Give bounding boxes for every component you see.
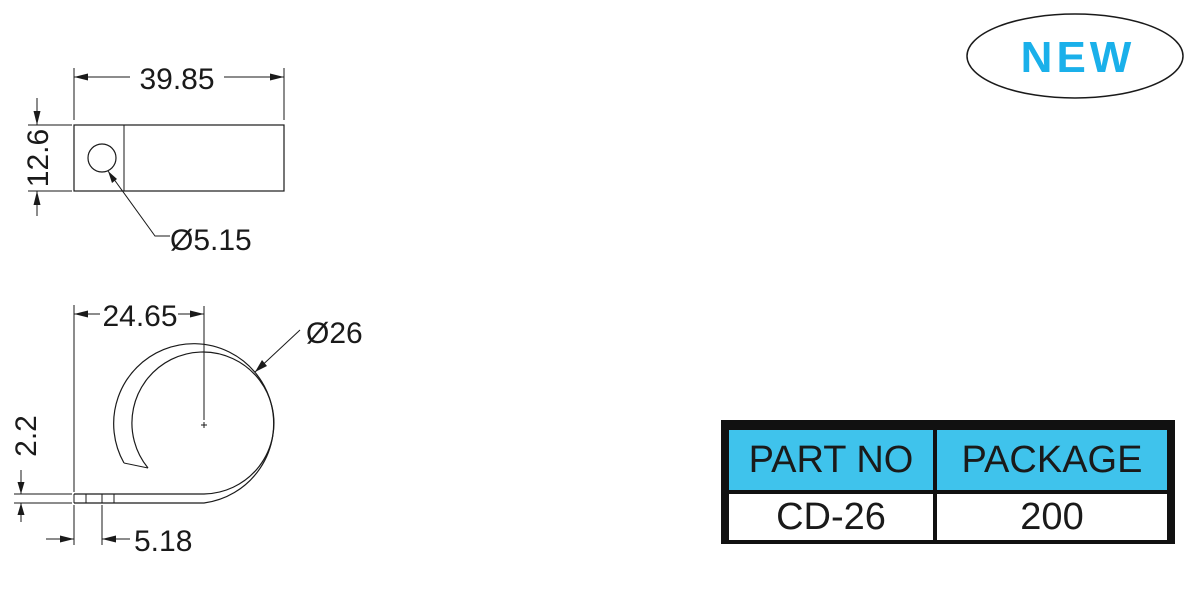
cell-package: 200 [937,494,1167,540]
tab-length-dimension: 5.18 [46,505,192,558]
strip-outline [73,124,285,192]
clamp-profile [74,343,275,504]
clamp-diameter-leader: Ø26 [254,317,363,373]
hole-leader: Ø5.15 [107,170,252,257]
table-header-row: PART NO PACKAGE [725,430,1171,490]
side-view: 24.65 Ø26 2.2 5.18 [10,300,363,558]
part-table: PART NO PACKAGE CD-26 200 [721,420,1175,544]
clamp-profile-inner [74,351,275,495]
new-badge-text: NEW [1021,33,1136,82]
thickness-label: 2.2 [10,415,43,457]
header-package: PACKAGE [937,430,1167,490]
length-label: 39.85 [139,63,214,96]
tab-length-label: 5.18 [134,525,192,558]
length-dimension: 39.85 [73,63,285,120]
new-badge: NEW [966,13,1184,99]
offset-label: 24.65 [102,300,177,333]
table-row: CD-26 200 [725,494,1171,540]
hole-diameter-label: Ø5.15 [170,224,252,257]
width-label: 12.6 [22,129,55,187]
mounting-hole [87,143,117,173]
thickness-dimension: 2.2 [10,415,72,522]
clamp-diameter-label: Ø26 [306,317,363,350]
top-view: 39.85 12.6 Ø5.15 [22,63,285,257]
center-mark [201,306,207,428]
offset-dimension: 24.65 [73,300,204,492]
cell-part-no: CD-26 [729,494,933,540]
header-part-no: PART NO [729,430,933,490]
width-dimension: 12.6 [22,98,72,216]
